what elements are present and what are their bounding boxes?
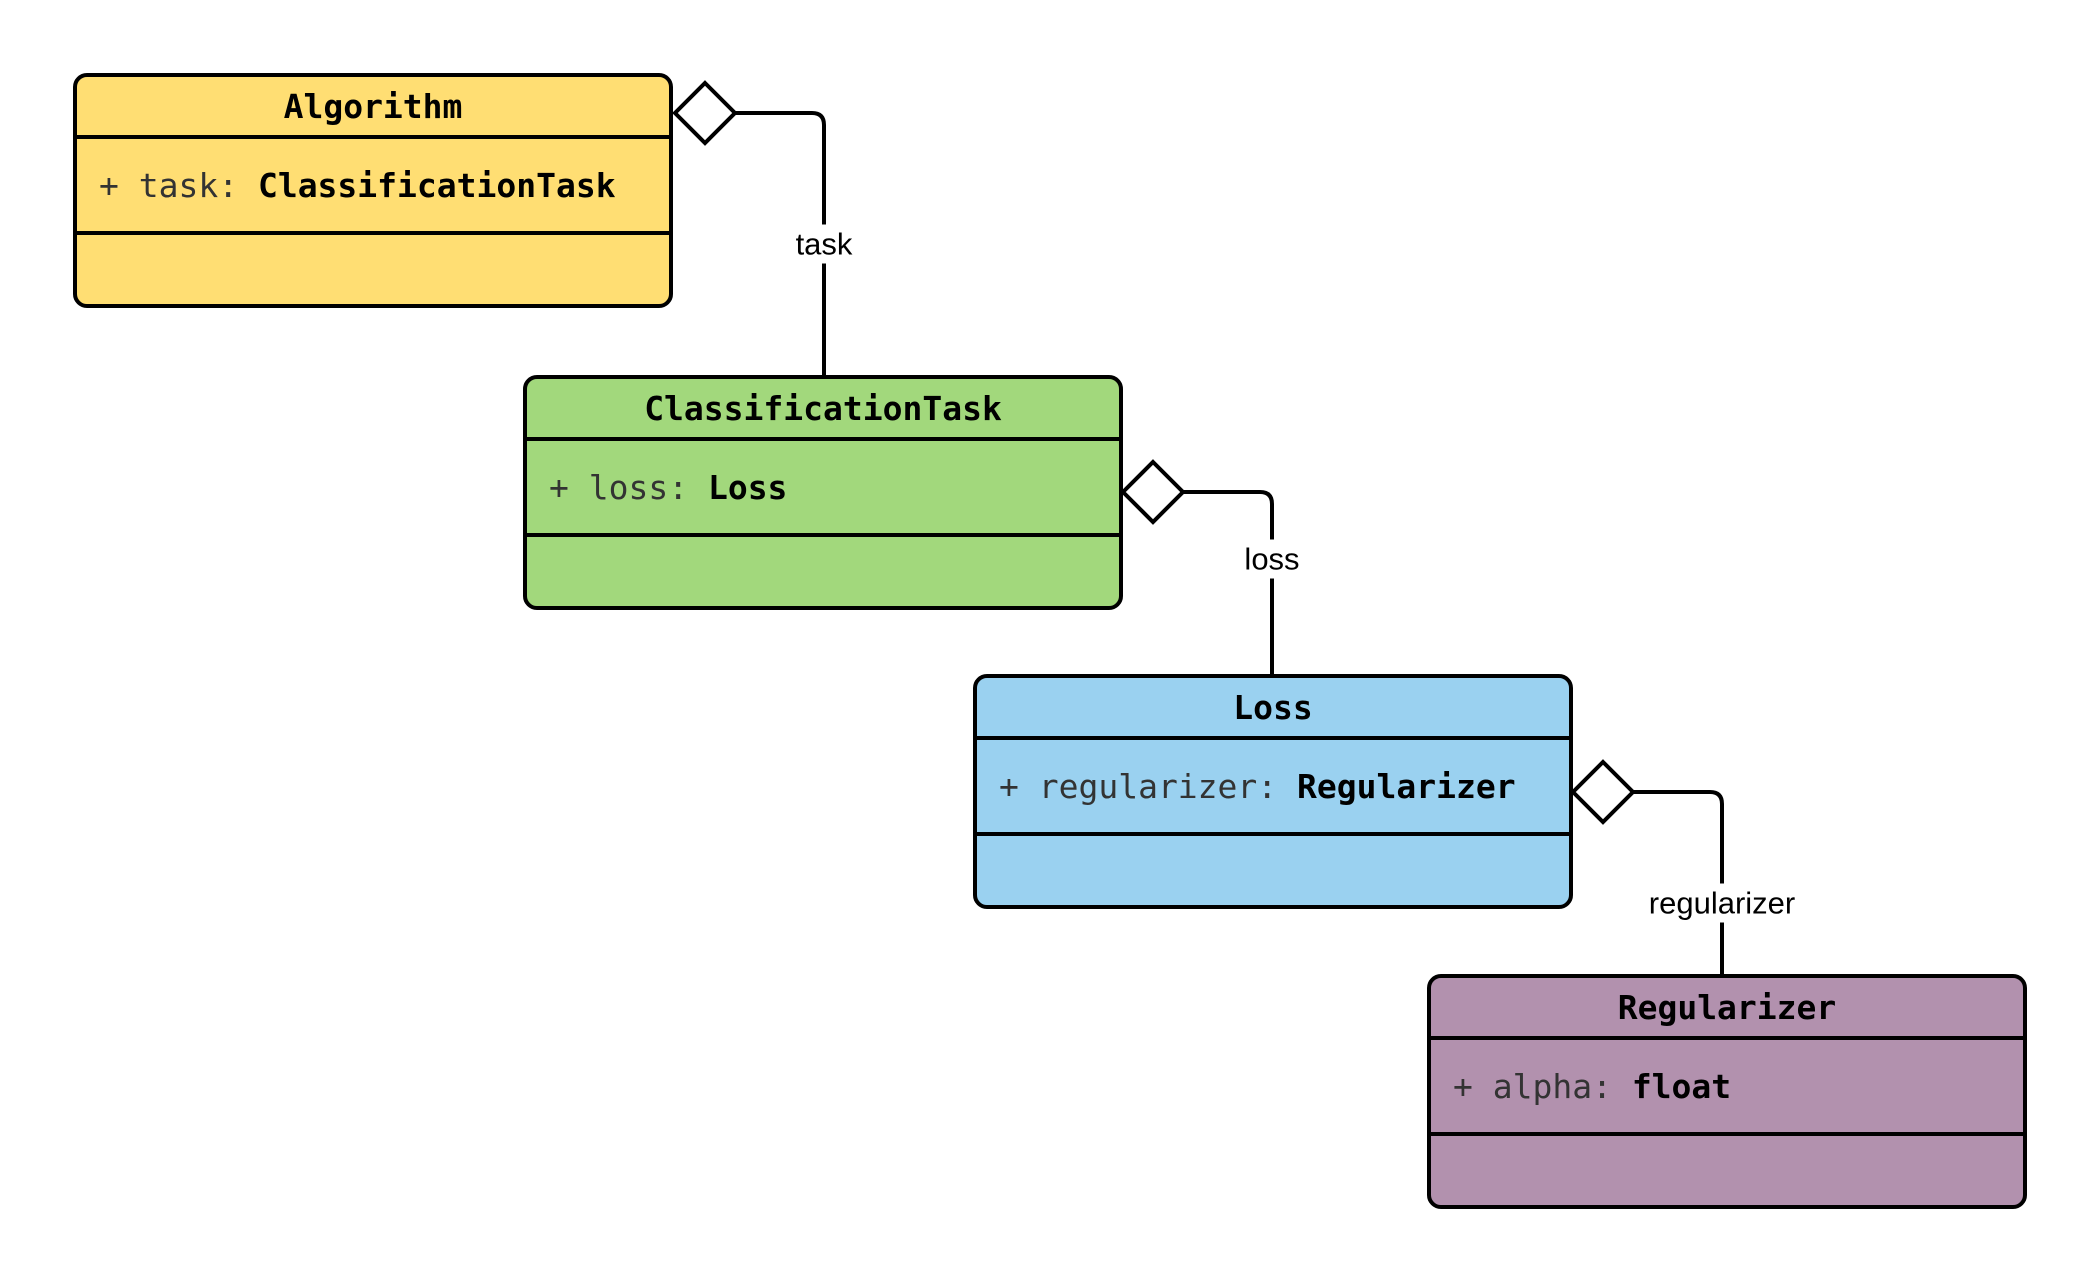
class-box-classificationtask: ClassificationTask + loss: Loss [523, 375, 1123, 610]
edge-line-loss [1183, 490, 1274, 676]
aggregation-diamond-icon [1570, 759, 1636, 825]
class-title: Loss [977, 678, 1569, 740]
attribute-type-label: ClassificationTask [257, 165, 616, 205]
class-title: ClassificationTask [527, 379, 1119, 441]
class-methods-empty-section [77, 235, 669, 304]
aggregation-diamond-icon [672, 80, 738, 146]
edge-line-regularizer [1633, 790, 1724, 976]
attribute-name-label: + loss: [549, 467, 708, 507]
class-methods-empty-section [977, 836, 1569, 905]
attribute-type-label: Loss [707, 467, 788, 507]
attribute-type-label: float [1631, 1066, 1732, 1106]
class-box-algorithm: Algorithm + task: ClassificationTask [73, 73, 673, 308]
edge-line-task [735, 111, 826, 377]
class-attribute-row: + regularizer: Regularizer [977, 740, 1569, 836]
class-title: Regularizer [1431, 978, 2023, 1040]
class-box-loss: Loss + regularizer: Regularizer [973, 674, 1573, 909]
class-attribute-row: + loss: Loss [527, 441, 1119, 537]
edge-label-loss: loss [1236, 539, 1308, 579]
edge-label-regularizer: regularizer [1640, 883, 1804, 923]
aggregation-diamond-icon [1120, 459, 1186, 525]
attribute-name-label: + alpha: [1453, 1066, 1632, 1106]
class-box-regularizer: Regularizer + alpha: float [1427, 974, 2027, 1209]
class-attribute-row: + alpha: float [1431, 1040, 2023, 1136]
class-methods-empty-section [1431, 1136, 2023, 1205]
attribute-name-label: + task: [99, 165, 258, 205]
class-title: Algorithm [77, 77, 669, 139]
edge-label-task: task [787, 224, 861, 264]
class-methods-empty-section [527, 537, 1119, 606]
attribute-type-label: Regularizer [1297, 766, 1516, 806]
attribute-name-label: + regularizer: [999, 766, 1298, 806]
class-attribute-row: + task: ClassificationTask [77, 139, 669, 235]
